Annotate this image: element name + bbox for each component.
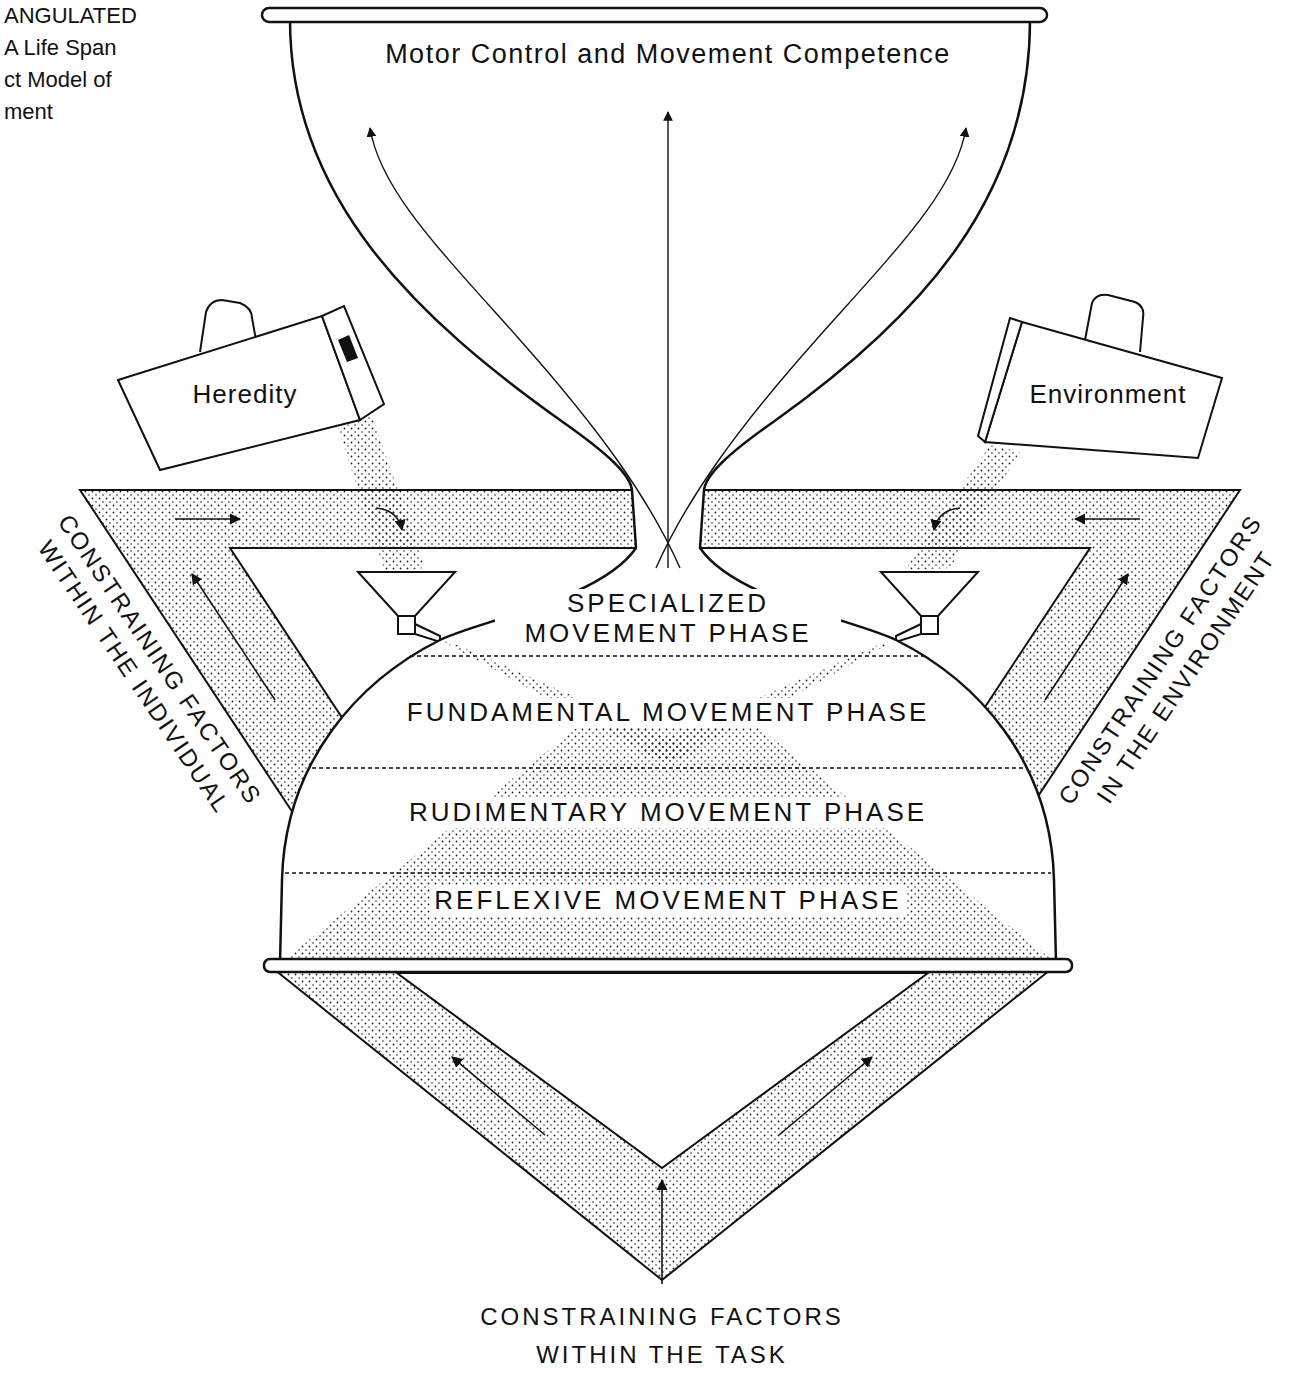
phase-label: REFLEXIVE MOVEMENT PHASE	[430, 886, 905, 916]
constraint-label-holder: CONSTRAINING FACTORS WITHIN THE INDIVIDU…	[18, 497, 277, 839]
heredity-bucket: Heredity	[110, 292, 400, 482]
constraint-label-holder: CONSTRAINING FACTORS WITHIN THE TASK	[462, 1298, 862, 1375]
phase-band: FUNDAMENTAL MOVEMENT PHASE	[330, 690, 1006, 736]
phase-label: SPECIALIZED MOVEMENT PHASE	[495, 589, 841, 649]
text-holder: Environment	[1030, 380, 1187, 410]
text-holder: RUDIMENTARY MOVEMENT PHASE	[300, 790, 1036, 836]
constraint-triangle	[80, 490, 1240, 1280]
constraint-label: CONSTRAINING FACTORS WITHIN THE TASK	[462, 1298, 862, 1375]
phase-label: RUDIMENTARY MOVEMENT PHASE	[405, 798, 931, 828]
hourglass-outline	[262, 8, 1074, 974]
phase-band: REFLEXIVE MOVEMENT PHASE	[292, 878, 1044, 924]
phase-band: SPECIALIZED MOVEMENT PHASE	[495, 586, 841, 652]
text-holder: FUNDAMENTAL MOVEMENT PHASE	[330, 690, 1006, 736]
text-holder: Heredity	[193, 380, 298, 410]
text-holder: REFLEXIVE MOVEMENT PHASE	[292, 878, 1044, 924]
title-holder: ANGULATED A Life Span ct Model of ment	[4, 0, 132, 128]
phase-band: RUDIMENTARY MOVEMENT PHASE	[300, 790, 1036, 836]
constraint-label: CONSTRAINING FACTORS WITHIN THE INDIVIDU…	[18, 497, 277, 839]
node-label: Motor Control and Movement Competence	[385, 38, 951, 70]
node-label: Environment	[1030, 380, 1187, 410]
constraint-label: CONSTRAINING FACTORS IN THE ENVIRONMENT	[1044, 497, 1303, 839]
environment-bucket: Environment	[975, 292, 1235, 467]
diagram-title: ANGULATED A Life Span ct Model of ment	[4, 0, 132, 128]
node-label: Heredity	[193, 380, 298, 410]
text-holder: Motor Control and Movement Competence	[262, 38, 1074, 70]
phase-label: FUNDAMENTAL MOVEMENT PHASE	[403, 698, 933, 728]
text-holder: SPECIALIZED MOVEMENT PHASE	[495, 586, 841, 652]
constraint-label-holder: CONSTRAINING FACTORS IN THE ENVIRONMENT	[1044, 497, 1303, 839]
hourglass: Motor Control and Movement CompetenceSPE…	[262, 8, 1074, 974]
